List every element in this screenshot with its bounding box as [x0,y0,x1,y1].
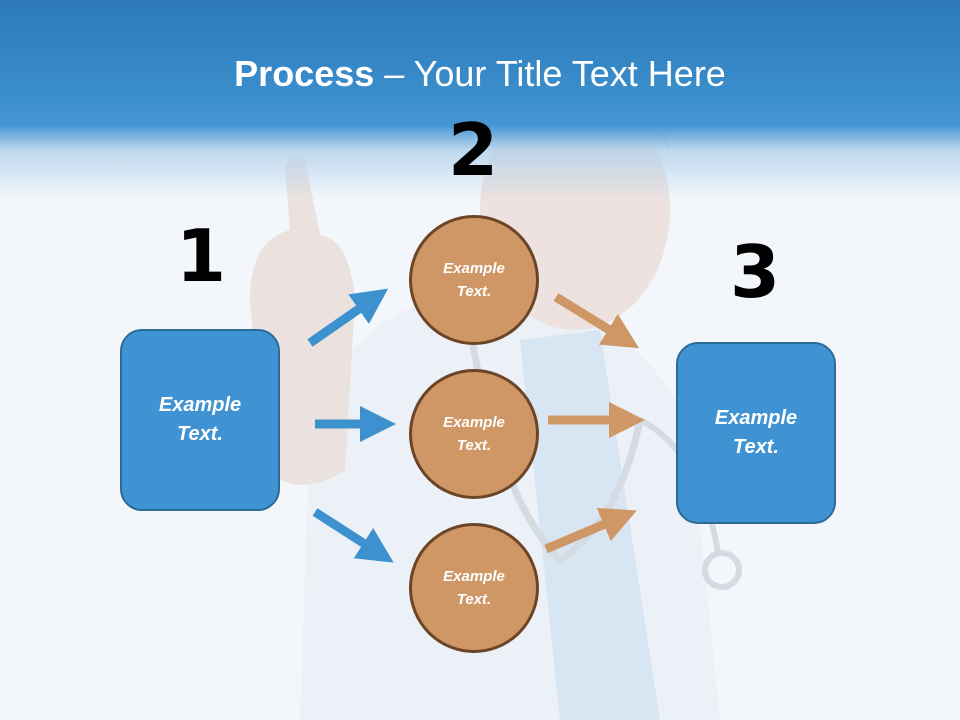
step-number-3: 3 [730,230,781,314]
step-2-circle-top: Example Text. [409,215,539,345]
title-rest: – Your Title Text Here [374,53,726,94]
arrow-brown-up [544,507,637,554]
circle-middle-label: Example Text. [443,414,505,454]
arrow-blue-down [312,508,394,563]
slide-title: Process – Your Title Text Here [0,52,960,96]
circle-top-label: Example Text. [443,260,505,300]
step-2-circle-middle: Example Text. [409,369,539,499]
step-1-box-label: Example Text. [158,394,242,445]
step-3-box: Example Text. [676,342,836,524]
step-number-2: 2 [448,108,499,192]
arrow-brown-down [553,293,639,349]
step-1-box: Example Text. [120,329,280,511]
circle-bottom-label: Example Text. [443,568,505,608]
step-3-box-label: Example Text. [714,407,798,458]
step-number-1: 1 [176,214,227,298]
arrow-blue-up [307,288,389,347]
step-2-circle-bottom: Example Text. [409,523,539,653]
title-bold: Process [234,53,375,94]
header-band [0,0,960,200]
